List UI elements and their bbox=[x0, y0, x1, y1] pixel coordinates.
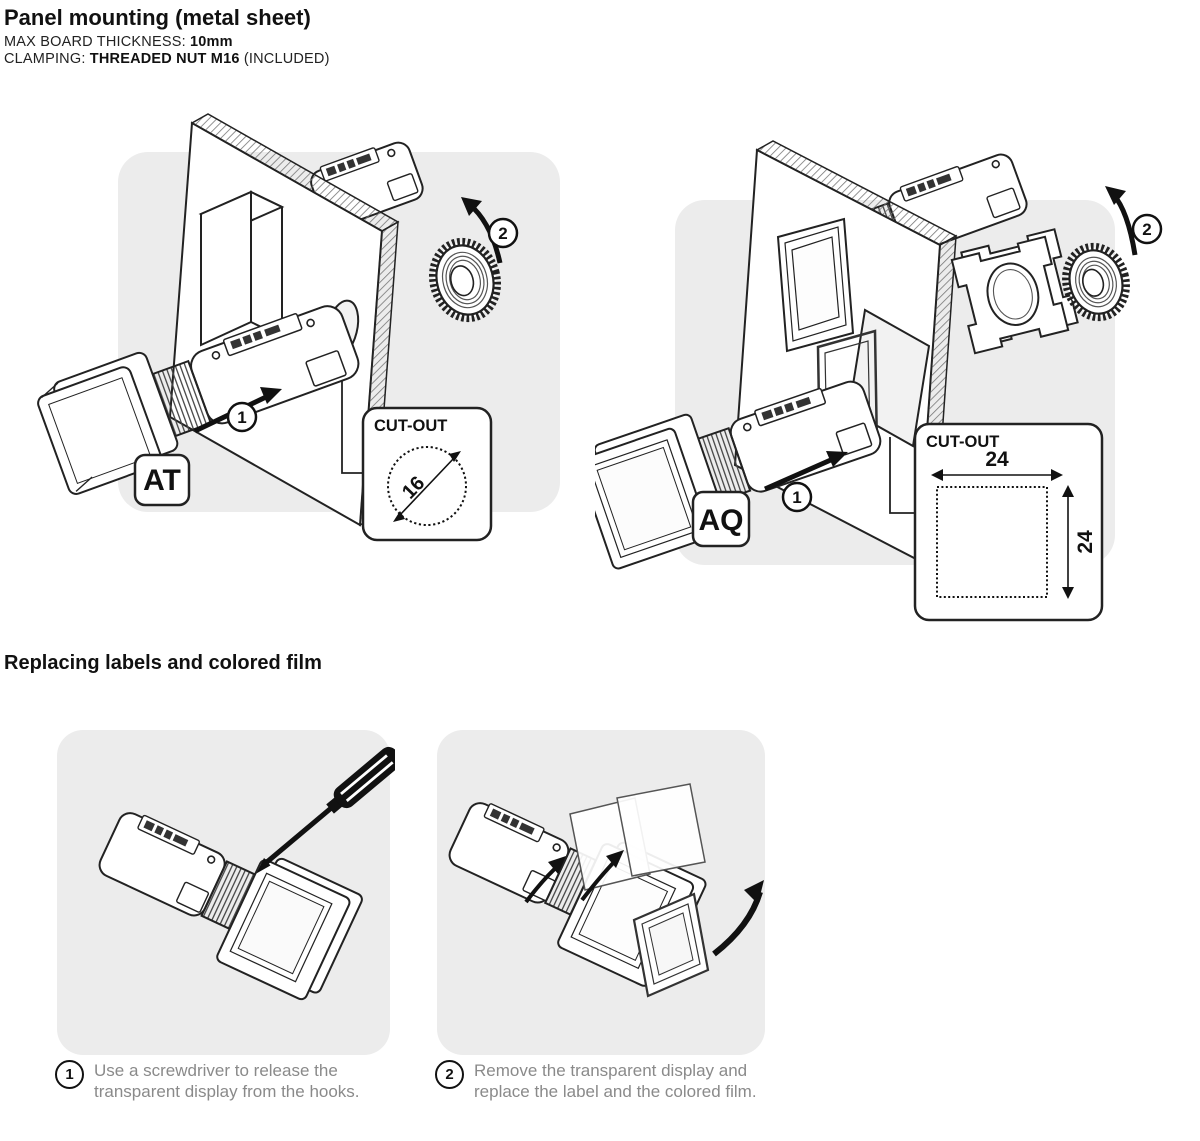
at-cutout-circle bbox=[387, 446, 467, 526]
aq-model-badge: AQ bbox=[691, 490, 751, 548]
at-bezel-front bbox=[37, 366, 163, 495]
aq-step1-number: 1 bbox=[792, 488, 801, 507]
aq-model-label: AQ bbox=[699, 504, 744, 537]
aq-device bbox=[595, 380, 882, 570]
page-header: Panel mounting (metal sheet) MAX BOARD T… bbox=[4, 6, 330, 67]
at-rear-housing-block bbox=[198, 190, 285, 347]
at-model-label: AT bbox=[143, 464, 181, 497]
at-step2-arrow: 2 bbox=[461, 197, 519, 264]
at-cutout-leader-line bbox=[341, 357, 364, 474]
spec-board-thickness-label: MAX BOARD THICKNESS: bbox=[4, 34, 191, 50]
colored-film-sheet bbox=[616, 783, 706, 877]
step2-caption-number: 2 bbox=[435, 1060, 464, 1089]
aq-cutout-title: CUT-OUT bbox=[926, 433, 999, 451]
step1-device bbox=[98, 812, 363, 1001]
spec-clamping: CLAMPING: THREADED NUT M16 (INCLUDED) bbox=[4, 51, 330, 68]
at-step1-arrow: 1 bbox=[193, 387, 282, 434]
screwdriver-icon bbox=[256, 746, 395, 874]
step2-caption: 2 Remove the transparent display and rep… bbox=[435, 1060, 757, 1102]
aq-display-window bbox=[596, 446, 692, 551]
spec-board-thickness: MAX BOARD THICKNESS: 10mm bbox=[4, 34, 330, 51]
spec-clamping-value: THREADED NUT M16 bbox=[89, 50, 240, 67]
aq-cutout-height: 24 bbox=[1074, 530, 1097, 554]
replace-step1-figure bbox=[57, 730, 395, 1055]
spec-clamping-label: CLAMPING: bbox=[4, 50, 90, 67]
replace-step2-figure bbox=[437, 730, 765, 1055]
step2-removal-arrows bbox=[524, 850, 764, 957]
aq-display-frame bbox=[776, 217, 855, 353]
aq-cutout-leader-line bbox=[889, 437, 917, 514]
step1-display-window bbox=[237, 880, 325, 975]
aq-cutout-width: 24 bbox=[985, 448, 1009, 471]
at-model-badge: AT bbox=[133, 453, 191, 507]
at-step2-number: 2 bbox=[498, 224, 507, 243]
page-title: Panel mounting (metal sheet) bbox=[4, 5, 311, 30]
aq-threaded-nut bbox=[1062, 242, 1130, 322]
aq-step2-arrow: 2 bbox=[1105, 186, 1163, 256]
aq-step1-arrow: 1 bbox=[763, 451, 848, 513]
at-mounting-diagram: 1 2 AT CUT-OUT 16 bbox=[37, 113, 560, 542]
at-step1-number: 1 bbox=[237, 408, 246, 427]
step1-caption: 1 Use a screwdriver to release the trans… bbox=[55, 1060, 367, 1102]
spec-clamping-note: (INCLUDED) bbox=[239, 50, 330, 67]
spec-board-thickness-value: 10mm bbox=[190, 34, 233, 50]
step2-caption-text: Remove the transparent display and repla… bbox=[474, 1061, 757, 1101]
step1-caption-text: Use a screwdriver to release the transpa… bbox=[94, 1061, 360, 1101]
at-device-label bbox=[222, 313, 303, 357]
at-device bbox=[37, 305, 360, 495]
step1-caption-number: 1 bbox=[55, 1060, 84, 1089]
aq-step2-number: 2 bbox=[1142, 220, 1151, 239]
at-device-rear-body bbox=[310, 141, 424, 229]
at-cutout-title: CUT-OUT bbox=[374, 417, 447, 435]
at-threaded-nut bbox=[428, 237, 502, 323]
aq-cutout-callout: CUT-OUT 24 24 bbox=[913, 422, 1104, 622]
replace-section-title: Replacing labels and colored film bbox=[4, 652, 322, 674]
aq-mounting-diagram: 1 2 AQ CUT-OUT 24 24 bbox=[595, 140, 1163, 622]
at-cutout-callout: CUT-OUT 16 bbox=[361, 406, 493, 542]
transparent-display-frame bbox=[632, 892, 710, 998]
